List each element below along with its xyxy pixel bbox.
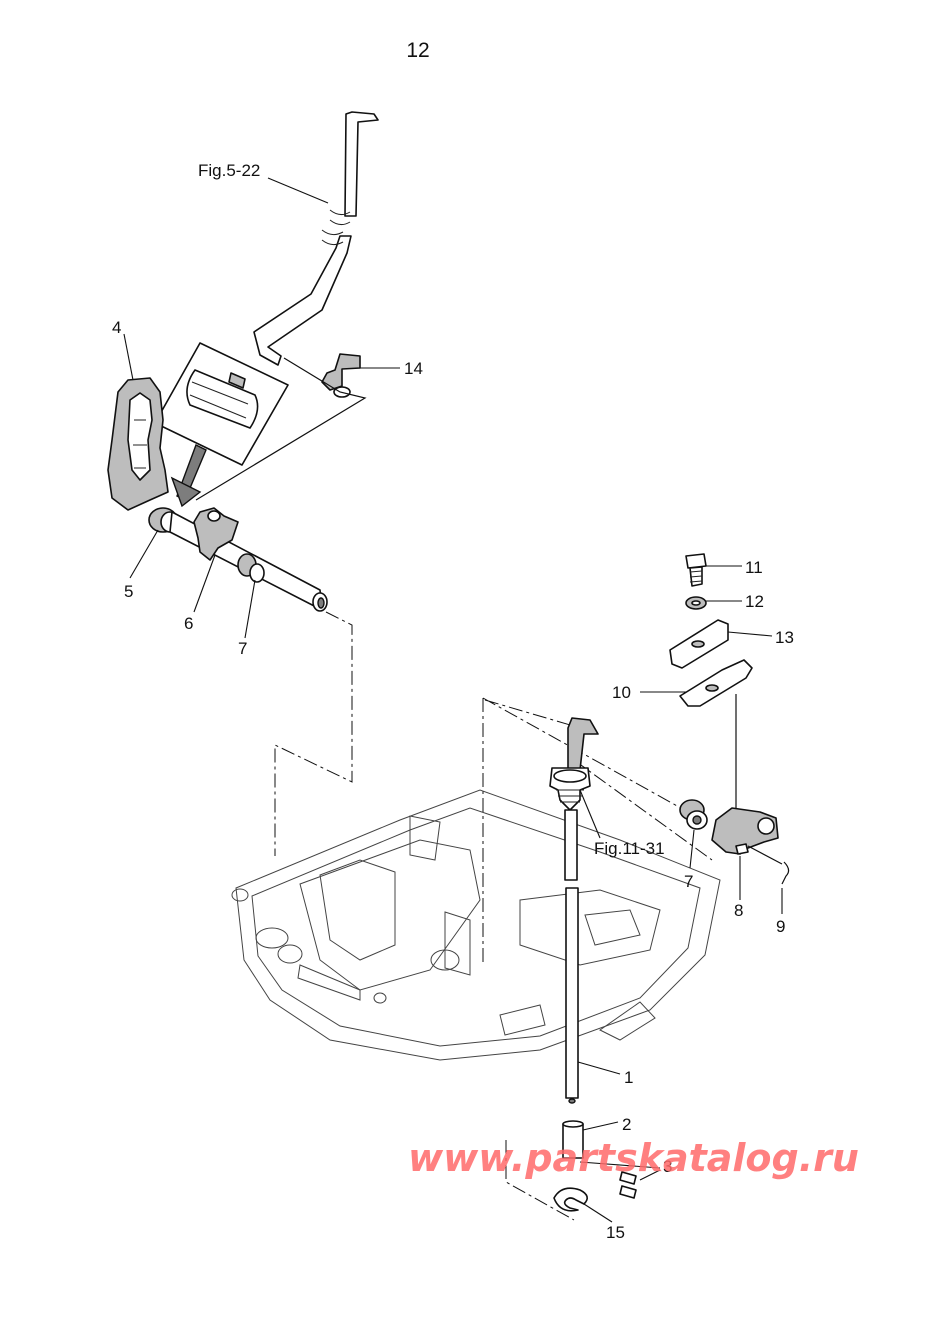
- part-3-pins: [619, 1171, 637, 1199]
- callout-15: 15: [606, 1223, 625, 1242]
- part-8-lever: [711, 807, 779, 855]
- part-14-link: [195, 353, 367, 501]
- callout-7-right: 7: [684, 872, 693, 891]
- part-13-plate: [669, 619, 729, 669]
- ref-fig-11-31: Fig.11-31: [594, 839, 665, 858]
- ref-fig-5-22: Fig.5-22: [198, 161, 260, 180]
- callout-2: 2: [622, 1115, 631, 1134]
- page-number: 12: [406, 39, 429, 62]
- callout-4: 4: [112, 318, 121, 337]
- callout-11: 11: [745, 558, 763, 577]
- callout-3: 3: [663, 1157, 672, 1176]
- callout-13: 13: [775, 628, 794, 647]
- callout-10: 10: [612, 683, 631, 702]
- part-10-bracket: [679, 659, 753, 707]
- guide-lines-center: [482, 697, 689, 1221]
- shift-shaft-assembly: [148, 507, 328, 612]
- bottom-cowling-outline: [231, 789, 721, 1061]
- part-7-bushing: [679, 799, 708, 830]
- watermark-text: www.partskatalog.ru: [408, 1136, 859, 1180]
- callout-7-left: 7: [238, 639, 247, 658]
- guide-line-left: [274, 611, 353, 856]
- part-15-clip: [553, 1187, 588, 1212]
- callout-14: 14: [404, 359, 423, 378]
- part-4-lever: [107, 377, 169, 511]
- callout-8: 8: [734, 901, 743, 920]
- part-2-collar: [562, 1120, 584, 1159]
- callout-9: 9: [776, 917, 785, 936]
- detail-inset: [154, 342, 289, 508]
- ref-leader-top: [267, 177, 329, 204]
- callout-12: 12: [745, 592, 764, 611]
- part-11-bolt: [685, 553, 707, 587]
- callout-1: 1: [624, 1068, 633, 1087]
- part-9-clip: [747, 845, 790, 885]
- callout-6: 6: [184, 614, 193, 633]
- callout-5: 5: [124, 582, 133, 601]
- part-12-washer: [685, 596, 707, 610]
- part-1-rod: [549, 717, 599, 1104]
- upper-shift-rod: [253, 111, 379, 366]
